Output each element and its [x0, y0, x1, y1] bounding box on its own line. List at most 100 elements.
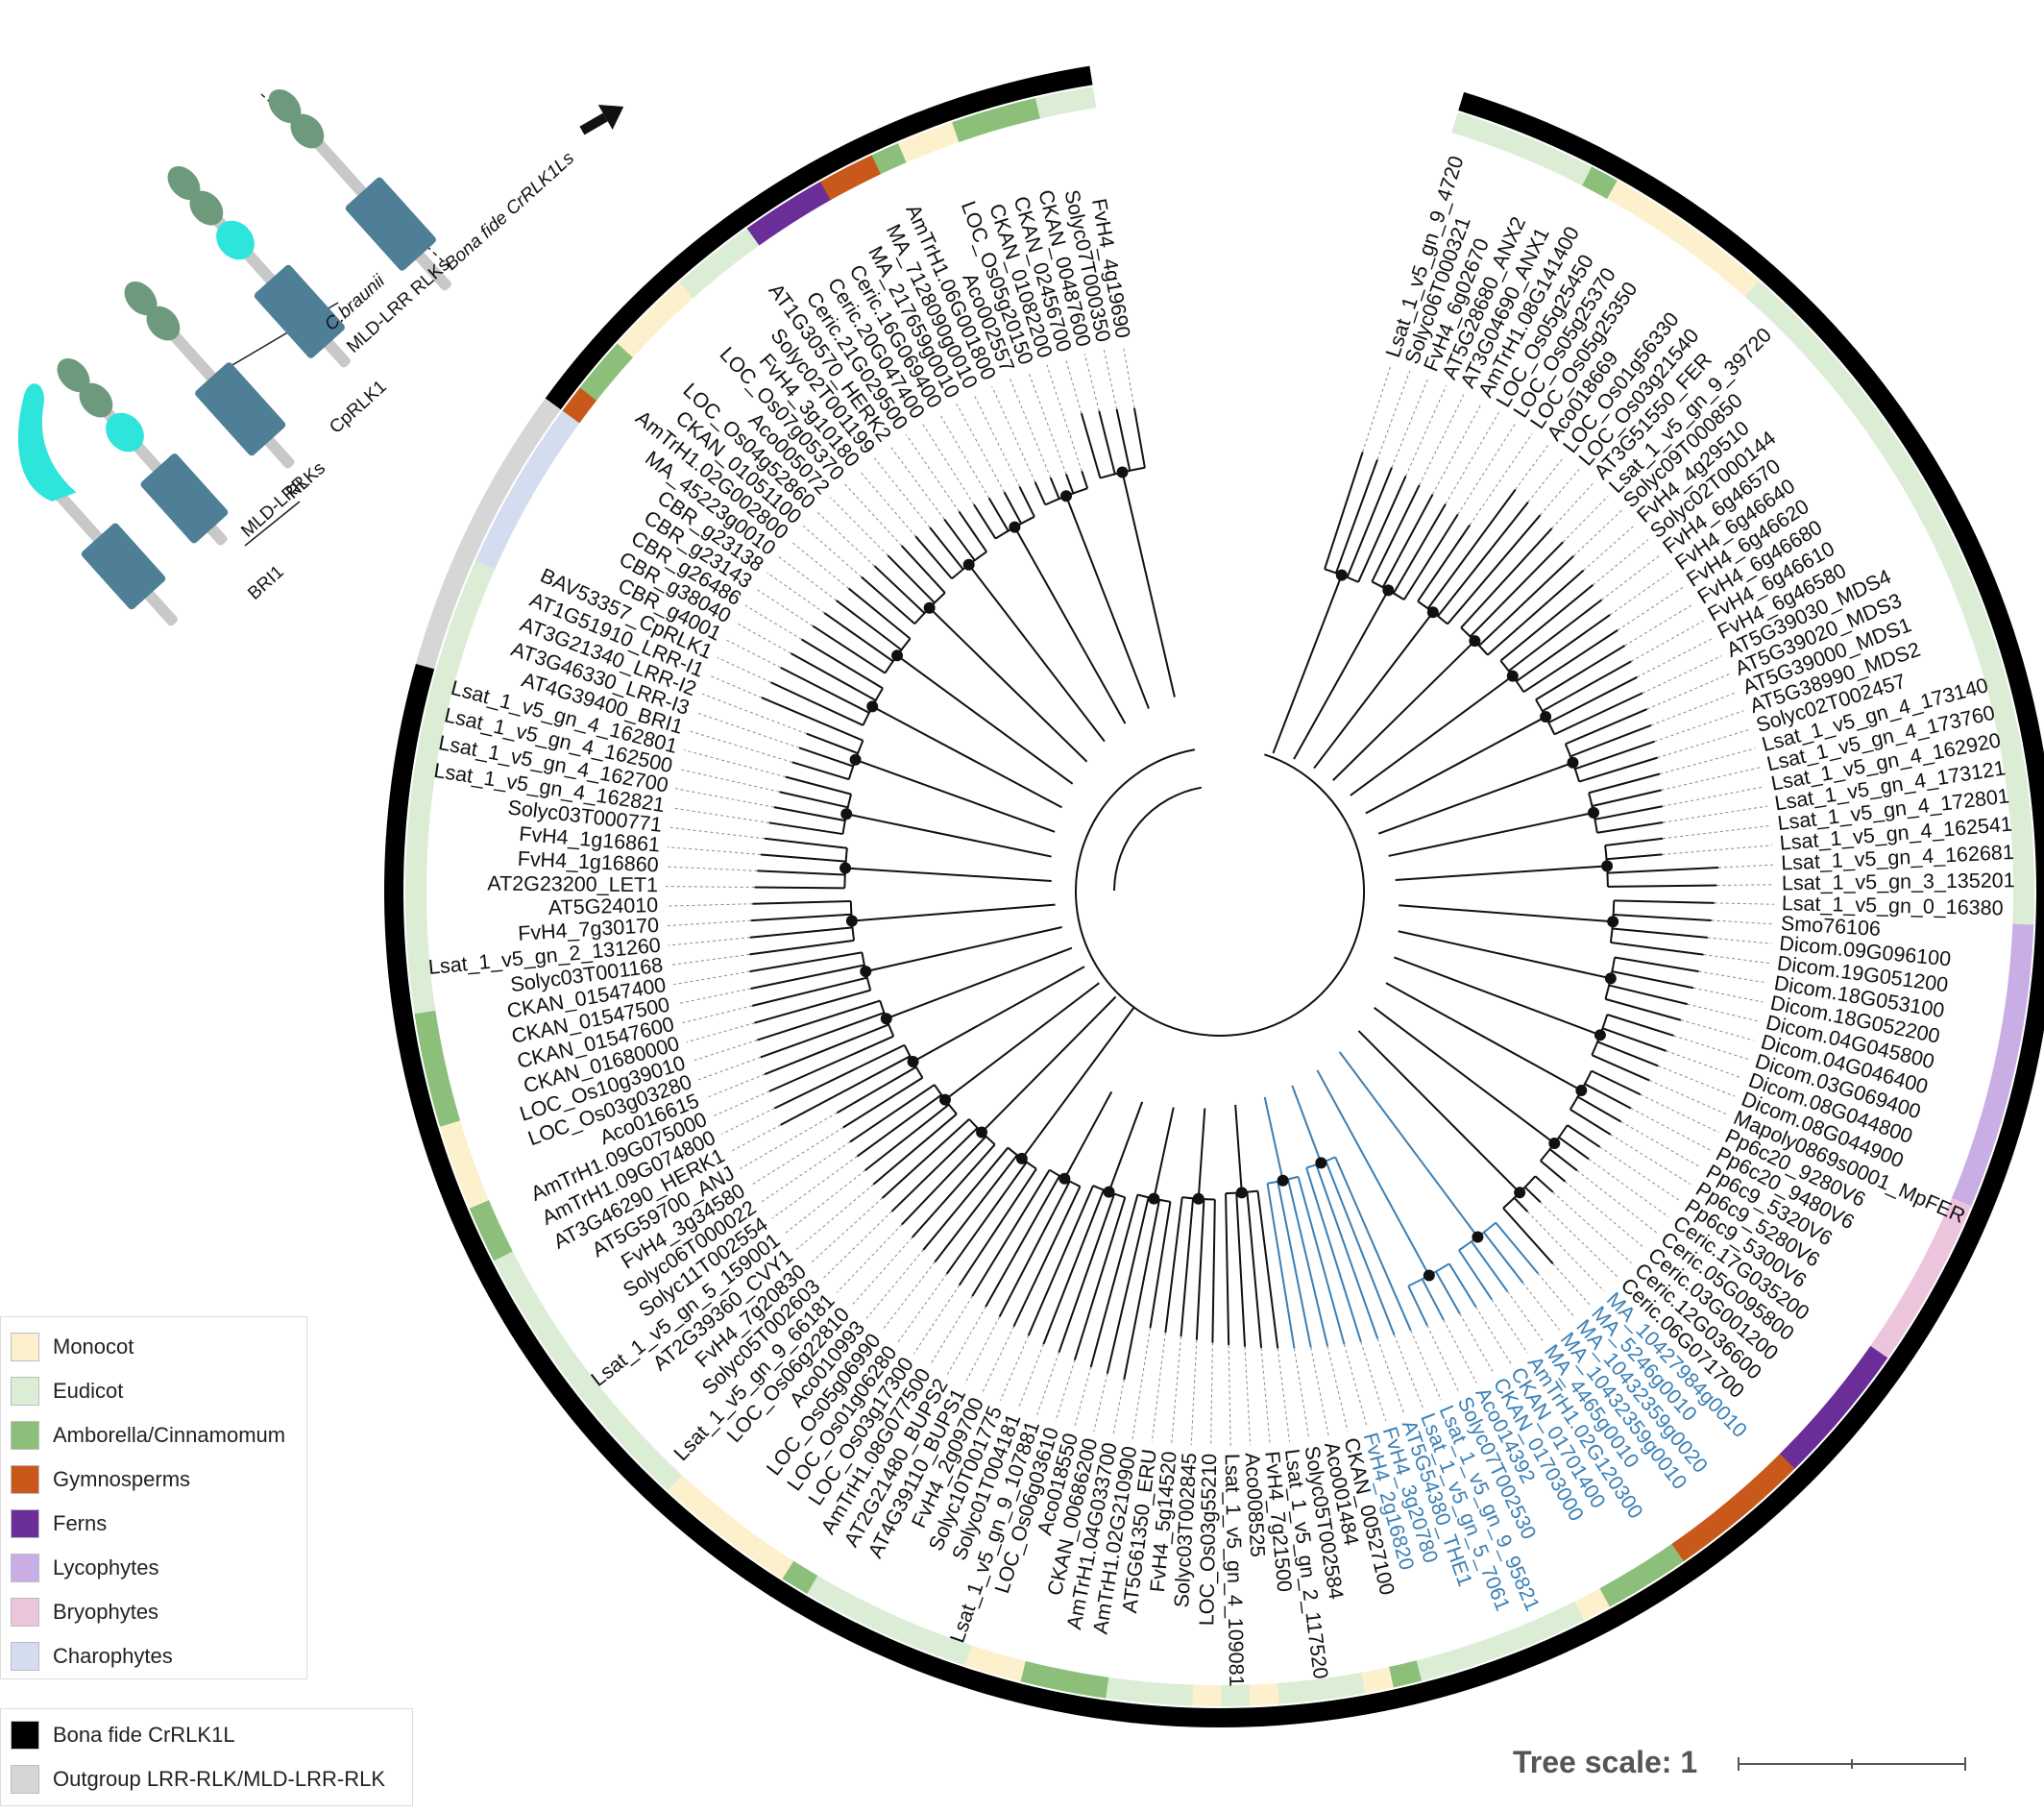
taxon-ring-segment — [422, 697, 450, 730]
taxon-ring-segment — [417, 724, 444, 758]
group-ring-segment — [591, 1429, 625, 1465]
group-ring-segment — [1014, 1682, 1049, 1709]
branch — [1502, 1207, 1554, 1264]
taxon-ring-segment — [562, 386, 597, 424]
group-ring-segment — [631, 1471, 667, 1506]
leaf-label: AT5G24010 — [548, 894, 659, 919]
leader-line — [1210, 1342, 1213, 1446]
branch — [842, 1076, 923, 1129]
leader-line — [889, 445, 945, 520]
branch — [770, 681, 864, 726]
group-ring-segment — [1691, 209, 1728, 243]
branch — [856, 1093, 942, 1158]
branch — [798, 747, 854, 768]
taxon-ring-segment — [480, 1225, 513, 1261]
taxon-ring-segment — [1019, 1660, 1054, 1689]
group-ring-segment — [1102, 1700, 1134, 1724]
legend-item: Amborella/Cinnamomum — [1, 1413, 306, 1457]
group-ring-segment — [1336, 1695, 1370, 1720]
taxon-ring-segment — [444, 613, 474, 649]
leader-line — [963, 1316, 1001, 1384]
leader-line — [1093, 1373, 1108, 1432]
leader-line — [1711, 919, 1774, 925]
leader-line — [1376, 370, 1411, 460]
group-ring-segment — [384, 897, 404, 929]
branch — [1602, 1027, 1667, 1052]
group-ring-segment — [1860, 372, 1894, 408]
branch — [1357, 476, 1407, 583]
branch — [1371, 484, 1421, 582]
support-dot — [880, 1013, 892, 1025]
group-ring-segment — [1730, 1509, 1766, 1544]
group-ring-segment — [1476, 1656, 1513, 1685]
leader-line — [1419, 393, 1465, 486]
leader-line — [1610, 1134, 1691, 1186]
leader-line — [673, 970, 750, 986]
branch — [1266, 1183, 1296, 1349]
leader-line — [674, 788, 774, 808]
branch — [967, 564, 1106, 743]
leader-line — [667, 919, 751, 927]
receptor-diagram: Bona fide CrRLK1Ls C.braunii MLD-LRR RLK… — [17, 88, 624, 626]
legend-label: Eudicot — [53, 1379, 124, 1403]
leader-line — [1445, 412, 1499, 505]
taxon-ring-segment — [924, 121, 961, 153]
leaf-label: LOC_Os03g55210 — [1195, 1454, 1221, 1627]
leader-line — [1666, 1050, 1742, 1079]
taxon-ring-segment — [431, 1092, 461, 1127]
branch — [1164, 1196, 1183, 1334]
leader-line — [1540, 469, 1580, 516]
group-ring-segment — [461, 1235, 493, 1271]
taxon-ring-segment — [546, 409, 580, 447]
group-ring-segment — [1667, 192, 1704, 226]
support-dot — [1426, 606, 1439, 619]
leader-line — [1426, 1325, 1460, 1392]
leader-line — [1228, 1344, 1231, 1446]
branch — [958, 1167, 1037, 1286]
leaf-label: Lsat_1_v5_gn_4_109081 — [1221, 1454, 1249, 1687]
taxon-ring-segment — [657, 282, 694, 318]
leader-line — [1074, 1366, 1092, 1427]
group-ring-segment — [863, 123, 898, 154]
leader-line — [1572, 509, 1622, 557]
leader-line — [991, 385, 1035, 482]
branch — [1612, 970, 1694, 990]
leader-line — [1112, 1379, 1125, 1436]
leader-line — [1624, 603, 1694, 647]
group-ring-segment — [2009, 1068, 2036, 1103]
leader-line — [1000, 1335, 1030, 1402]
branch — [791, 761, 850, 781]
group-ring-segment — [408, 663, 435, 698]
group-ring-segment — [1738, 245, 1774, 281]
divider-solid — [244, 501, 301, 547]
branch — [1291, 1085, 1323, 1163]
tree-scale-bar — [1738, 1757, 1966, 1771]
leader-line — [1506, 1290, 1545, 1342]
branch — [1297, 1176, 1346, 1345]
taxon-ring-segment — [1943, 558, 1975, 594]
group-ring-segment — [1753, 1490, 1788, 1525]
taxon-ring-segment — [1105, 1677, 1137, 1702]
leader-line — [1716, 884, 1774, 887]
leader-line — [1707, 937, 1772, 944]
group-ring-segment — [581, 329, 617, 364]
branch — [1540, 1160, 1567, 1183]
leader-line — [843, 483, 903, 547]
group-ring-segment — [986, 1676, 1021, 1702]
leader-line — [905, 434, 960, 512]
taxon-ring-segment — [897, 132, 934, 163]
branch — [998, 1181, 1071, 1318]
taxon-ring-segment — [1007, 97, 1041, 126]
group-ring-segment — [1072, 1695, 1106, 1720]
taxon-ring-segment — [1443, 1644, 1477, 1674]
leader-line — [930, 1295, 973, 1365]
support-dot — [1058, 1172, 1071, 1185]
branch — [922, 1146, 1010, 1251]
leader-line — [771, 1156, 858, 1219]
leader-line — [1310, 1347, 1329, 1435]
taxon-ring-segment — [1478, 121, 1514, 152]
taxon-ring-segment — [1905, 480, 1938, 518]
branch — [855, 758, 1056, 833]
group-ring-segment — [415, 634, 444, 670]
branch — [1365, 716, 1546, 815]
